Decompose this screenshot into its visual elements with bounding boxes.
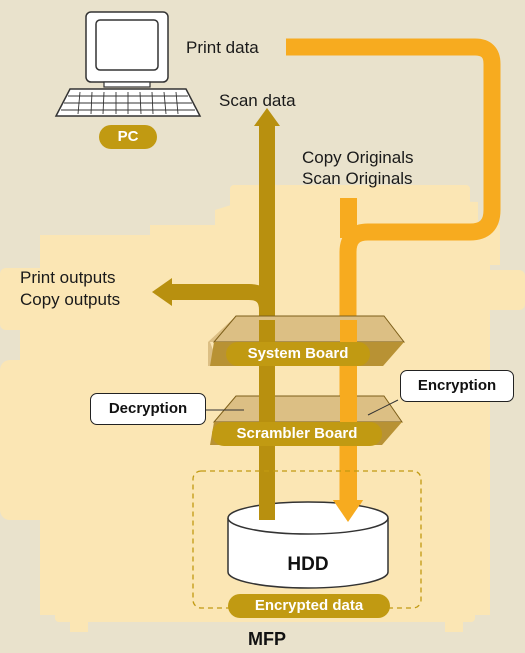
copy-outputs-label: Copy outputs <box>20 290 121 309</box>
pc-label: PC <box>99 125 157 149</box>
copy-originals-arrow <box>340 198 357 238</box>
decryption-callout: Decryption <box>90 393 206 425</box>
hdd-label: HDD <box>287 554 329 575</box>
copy-originals-label: Copy Originals <box>302 148 414 167</box>
scrambler-board-label: Scrambler Board <box>212 422 382 446</box>
scan-data-label: Scan data <box>219 91 296 110</box>
print-outputs-label: Print outputs <box>20 268 116 287</box>
outputs-arrowhead <box>152 278 172 306</box>
scan-originals-label: Scan Originals <box>302 169 413 188</box>
encrypted-data-label: Encrypted data <box>228 594 390 618</box>
encryption-leader <box>367 399 399 416</box>
mfp-label: MFP <box>248 629 286 649</box>
system-board-label: System Board <box>226 342 370 366</box>
print-data-label: Print data <box>186 38 259 57</box>
outputs-arrow <box>170 284 275 330</box>
scan-data-arrowhead <box>254 108 280 126</box>
encryption-callout: Encryption <box>400 370 514 402</box>
computer-icon <box>54 11 202 117</box>
